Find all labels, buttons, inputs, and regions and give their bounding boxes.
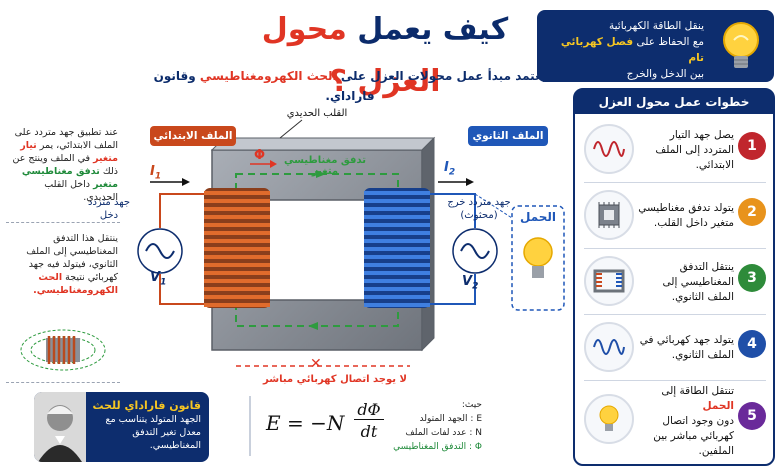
info-line2: مع الحفاظ على فصل كهربائي تام	[545, 34, 704, 66]
coils-icon	[584, 256, 634, 306]
core-chip-icon	[584, 190, 634, 240]
voltage-v1-label: V1	[150, 270, 167, 288]
note1-part2: في الملف وينتج عن ذلك	[12, 153, 118, 177]
bulb-icon	[584, 394, 634, 444]
note-induction: ينتقل هذا التدفق المغناطيسي إلى الملف ال…	[10, 232, 118, 297]
page-title: كيف يعمل محول العزل ؟	[250, 4, 520, 99]
note1-red: تيار متغير	[20, 140, 118, 164]
subtitle-part2: وقانون فاراداي.	[153, 69, 375, 103]
step-text: يتولد جهد كهربائي في الملف الثانوي.	[639, 334, 734, 361]
flux-label: تدفق مغناطيسي متغير	[283, 155, 367, 177]
steps-title: خطوات عمل محول العزل	[575, 90, 773, 114]
step-number: 1	[738, 132, 766, 160]
step-text: ينتقل التدفق المغناطيسي إلى الملف الثانو…	[662, 260, 734, 303]
legend-n: N : عدد لفات الملف	[405, 428, 482, 438]
phi-label: Φ	[254, 148, 266, 163]
arrowhead-icon	[182, 178, 190, 186]
primary-coil-tag: الملف الابتدائي	[150, 126, 236, 146]
step-1: 1 يصل جهد التيار المتردد إلى الملف الابت…	[580, 118, 770, 180]
step-4: 4 يتولد جهد كهربائي في الملف الثانوي.	[580, 316, 770, 378]
divider	[584, 380, 766, 381]
sine-icon	[145, 243, 175, 259]
formula-lhs: E = −N	[266, 411, 345, 435]
subtitle-highlight: الحث الكهرومغناطيسي	[199, 69, 337, 83]
step-text-part1: تنتقل الطاقة إلى	[661, 384, 734, 397]
step-number: 3	[738, 264, 766, 292]
info-line2-part1: مع الحفاظ على	[636, 36, 705, 48]
step-text-highlight: الحمل	[702, 399, 734, 412]
connector	[474, 193, 513, 219]
step-5: 5 تنتقل الطاقة إلى الحمل دون وجود اتصال …	[580, 382, 770, 458]
secondary-coil-tag: الملف الثانوي	[468, 126, 548, 146]
voltage-v2-label: V2	[462, 274, 479, 292]
core-label: القلب الحديدي	[286, 108, 348, 119]
step-text-part2: دون وجود اتصال كهربائي مباشر بين الملفين…	[653, 414, 734, 457]
divider	[6, 222, 120, 223]
divider	[6, 382, 120, 383]
ac-wave-icon	[584, 124, 634, 174]
current-i2-label: I2	[444, 160, 456, 178]
note1-part1: عند تطبيق جهد متردد على الملف الابتدائي،…	[14, 127, 118, 151]
info-line2-highlight: فصل كهربائي تام	[560, 36, 704, 64]
info-line3: بين الدخل والخرج	[626, 68, 704, 80]
title-part2: محول العزل ؟	[261, 12, 441, 99]
info-line1: ينقل الطاقة الكهربائية	[609, 20, 704, 32]
input-voltage-label: جهد متردد دخل	[87, 197, 131, 221]
faraday-description: الجهد المتولد يتناسب مع معدل تغير التدفق…	[105, 414, 201, 451]
portrait-icon	[34, 392, 86, 462]
transformer-diagram	[137, 119, 565, 367]
magnetic-field-coil-icon	[20, 329, 106, 371]
step-number: 5	[738, 402, 766, 430]
legend-phi: Φ : التدفق المغناطيسي	[393, 442, 482, 452]
output-voltage-label: جهد متردد خرج (محثوث)	[447, 197, 511, 221]
note2-red: الحث الكهرومغناطيسي.	[33, 272, 118, 296]
step-text: يتولد تدفق مغناطيسي متغير داخل القلب.	[638, 202, 734, 229]
divider	[584, 248, 766, 249]
subtitle-part1: يعتمد مبدأ عمل محولات العزل على	[340, 69, 547, 83]
divider	[249, 396, 251, 456]
note1-green: تدفق مغناطيسي متغير	[21, 166, 118, 190]
note1-part3: داخل القلب الحديدي.	[44, 179, 118, 203]
formula-legend: حيث: E : الجهد المتولد N : عدد لفات المل…	[392, 398, 482, 454]
faraday-formula: E = −N dΦ dt	[266, 398, 386, 448]
legend-e: E : الجهد المتولد	[419, 414, 482, 424]
secondary-wire-bottom	[430, 274, 476, 305]
note2-part1: ينتقل هذا التدفق المغناطيسي إلى الملف ال…	[26, 233, 118, 283]
primary-coil	[204, 188, 270, 308]
primary-wire-bottom	[159, 274, 204, 305]
formula-numerator: dΦ	[354, 400, 384, 420]
load-label: الحمل	[519, 210, 557, 224]
secondary-coil	[364, 188, 430, 308]
arrowhead-icon	[270, 160, 277, 168]
note-primary-flux: عند تطبيق جهد متردد على الملف الابتدائي،…	[10, 126, 118, 204]
current-i1-label: I1	[150, 164, 162, 182]
lightbulb-icon	[723, 22, 759, 68]
primary-wire-top	[159, 193, 204, 228]
formula-denominator: dt	[360, 422, 378, 441]
no-contact-label: لا يوجد اتصال كهربائي مباشر	[263, 374, 407, 385]
close-icon: ✕	[310, 356, 322, 372]
step-2: 2 يتولد تدفق مغناطيسي متغير داخل القلب.	[580, 184, 770, 246]
step-number: 4	[738, 330, 766, 358]
sine-icon	[460, 243, 490, 259]
ac-wave-icon	[584, 322, 634, 372]
divider	[584, 314, 766, 315]
arrowhead-icon	[466, 178, 474, 186]
divider	[584, 182, 766, 183]
faraday-title: قانون فاراداي للحث	[92, 399, 201, 412]
core-pointer	[279, 119, 303, 139]
title-part1: كيف يعمل	[357, 12, 509, 47]
step-number: 2	[738, 198, 766, 226]
step-3: 3 ينتقل التدفق المغناطيسي إلى الملف الثا…	[580, 250, 770, 312]
legend-title: حيث:	[461, 400, 482, 410]
step-text: يصل جهد التيار المتردد إلى الملف الابتدا…	[655, 128, 734, 171]
page-subtitle: يعتمد مبدأ عمل محولات العزل على الحث الك…	[150, 66, 550, 106]
load-box	[511, 205, 565, 311]
lightbulb-icon	[523, 237, 553, 278]
